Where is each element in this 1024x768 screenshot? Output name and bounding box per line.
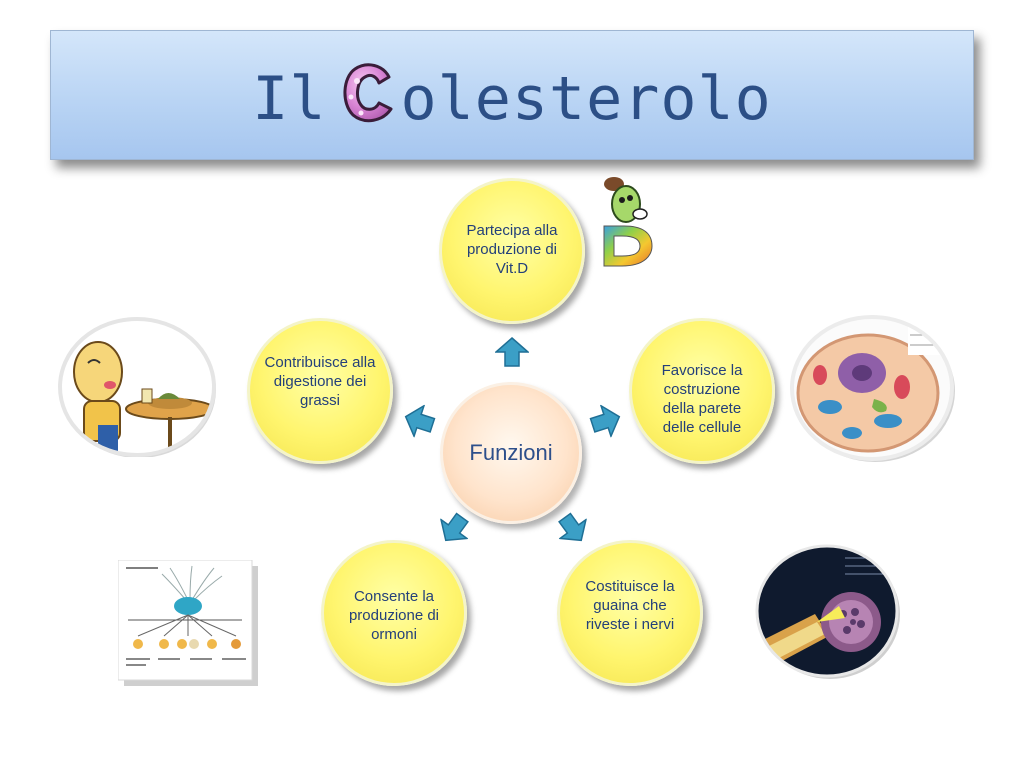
node-fat-digestion: Contribuisce alla digestione dei grassi <box>247 318 393 464</box>
node-label: Consente la produzione di ormoni <box>348 588 440 643</box>
title-banner: IlColesterolo <box>50 30 974 160</box>
node-label: Costituisce la guaina che riveste i nerv… <box>585 578 675 633</box>
animal-cell-picture <box>790 315 955 462</box>
nerve-section-picture <box>755 544 900 679</box>
node-nerve-sheath: Costituisce la guaina che riveste i nerv… <box>557 540 703 686</box>
arrow-lower-right-icon <box>558 512 588 542</box>
vitamin-d-character-icon <box>603 177 653 267</box>
node-label: Contribuisce alla digestione dei grassi <box>264 354 376 409</box>
title-letter-c-icon: C <box>337 59 399 125</box>
page-title: IlColesterolo <box>51 59 973 135</box>
node-cell-wall: Favorisce la costruzione della parete de… <box>629 318 775 464</box>
node-hormones: Consente la produzione di ormoni <box>321 540 467 686</box>
node-label: Favorisce la costruzione della parete de… <box>661 362 743 436</box>
arrow-upper-right-icon <box>589 404 621 439</box>
arrow-up-icon <box>495 337 529 367</box>
arrow-upper-left-icon <box>404 404 436 439</box>
node-vitamin-d: Partecipa alla produzione di Vit.D <box>439 178 585 324</box>
man-eating-picture <box>58 317 216 457</box>
arrow-lower-left-icon <box>439 512 469 542</box>
node-label: Partecipa alla produzione di Vit.D <box>466 222 558 277</box>
title-rest: olesterolo <box>400 64 772 134</box>
center-node: Funzioni <box>440 382 582 524</box>
center-label: Funzioni <box>469 440 553 465</box>
title-prefix: Il <box>252 64 327 134</box>
hormone-diagram-picture <box>118 560 258 686</box>
